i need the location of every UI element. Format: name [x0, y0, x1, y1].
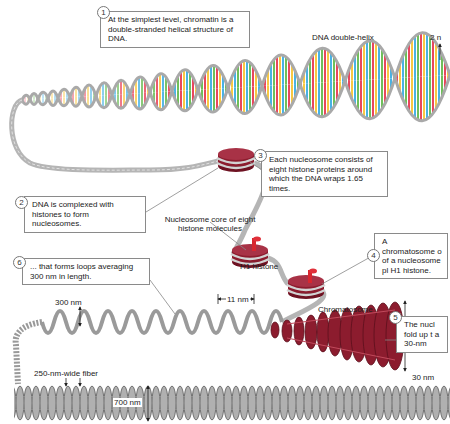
part-label: 300 nm — [55, 298, 82, 307]
chromatosome — [287, 275, 325, 299]
part-label: DNA double-helix — [312, 33, 374, 42]
callout-number: 5 — [389, 311, 402, 324]
callout-text: ... that forms loops averaging 300 nm in… — [30, 262, 144, 281]
callout-number: 2 — [15, 196, 28, 209]
part-label: Chromatosome — [318, 305, 373, 314]
part-label: 700 nm — [113, 398, 142, 407]
callout-text: A chromatosome o of a nucleosome pl H1 h… — [382, 237, 442, 275]
callout-number: 3 — [254, 149, 267, 162]
part-label: 11 nm — [226, 295, 250, 304]
looped-fiber — [42, 311, 282, 333]
callout-text: At the simplest level, chromatin is a do… — [108, 15, 244, 44]
callout-box: DNA is complexed with histones to form n… — [24, 196, 146, 233]
part-label: 2 n — [430, 33, 441, 42]
nucleosome — [217, 148, 255, 172]
callout-box: Each nucleosome consists of eight histon… — [261, 151, 388, 197]
callout-number: 4 — [367, 249, 380, 262]
dna-helix — [0, 33, 450, 140]
solenoid-fiber — [271, 302, 404, 370]
callout-box: A chromatosome o of a nucleosome pl H1 h… — [374, 233, 448, 279]
part-label: H1 histone — [240, 262, 278, 271]
callout-number: 1 — [97, 6, 110, 19]
dna-strand — [12, 100, 324, 322]
callout-box: The nucl fold up t a 30-nm — [396, 316, 448, 353]
callout-box: ... that forms loops averaging 300 nm in… — [22, 258, 150, 285]
callout-box: At the simplest level, chromatin is a do… — [100, 11, 250, 48]
condensed-fiber — [14, 384, 450, 422]
callout-text: DNA is complexed with histones to form n… — [32, 200, 140, 229]
part-label: Nucleosome core of eight histone molecul… — [160, 215, 260, 233]
part-label: 30 nm — [411, 373, 435, 382]
callout-text: Each nucleosome consists of eight histon… — [269, 155, 382, 193]
callout-number: 6 — [13, 256, 26, 269]
callout-text: The nucl fold up t a 30-nm — [404, 320, 442, 349]
part-label: 250-nm-wide fiber — [33, 369, 99, 378]
